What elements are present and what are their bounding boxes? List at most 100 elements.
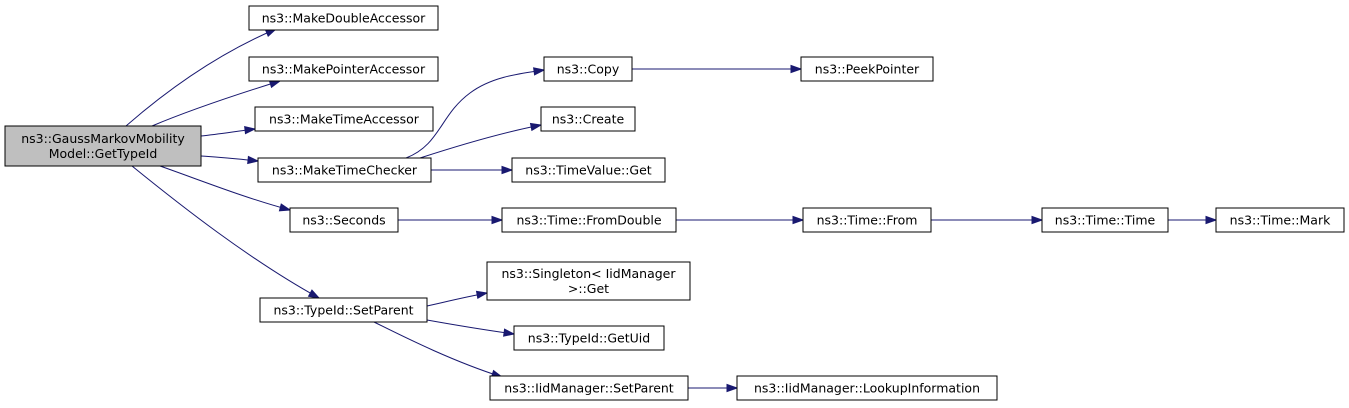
node-timeFrom[interactable]: ns3::Time::From <box>802 207 932 233</box>
node-label: ns3::MakePointerAccessor <box>262 62 426 77</box>
edge-makeTimeChecker-to-create <box>419 122 543 159</box>
node-box[interactable] <box>248 5 439 31</box>
node-label: ns3::MakeTimeAccessor <box>269 112 420 127</box>
edges-layer <box>125 28 1218 393</box>
edge-root-to-makeTimeAccessor <box>200 126 257 137</box>
node-setParent[interactable]: ns3::TypeId::SetParent <box>259 297 428 323</box>
node-box[interactable] <box>289 207 399 233</box>
node-box[interactable] <box>501 207 677 233</box>
edge-makeTimeChecker-to-timeValueGet <box>431 165 514 175</box>
node-box[interactable] <box>259 297 428 323</box>
node-seconds[interactable]: ns3::Seconds <box>289 207 399 233</box>
node-iidSetParent[interactable]: ns3::IidManager::SetParent <box>489 375 689 401</box>
node-label: ns3::PeekPointer <box>815 62 920 77</box>
arrowhead <box>491 215 504 225</box>
arrowhead <box>726 383 739 393</box>
node-label: Model::GetTypeId <box>49 146 158 161</box>
node-label: ns3::Time::From <box>817 213 918 228</box>
edge-line <box>426 319 515 335</box>
node-box[interactable] <box>1041 207 1169 233</box>
node-lookupInformation[interactable]: ns3::IidManager::LookupInformation <box>736 375 998 401</box>
edge-root-to-makeTimeChecker <box>200 155 260 165</box>
node-timeMark[interactable]: ns3::Time::Mark <box>1215 207 1345 233</box>
node-makeTimeAccessor[interactable]: ns3::MakeTimeAccessor <box>254 106 434 132</box>
arrowhead <box>307 289 321 299</box>
edge-seconds-to-fromDouble <box>398 215 504 225</box>
node-label: ns3::TimeValue::Get <box>525 163 652 178</box>
node-label: ns3::MakeTimeChecker <box>272 163 418 178</box>
node-label: ns3::IidManager::SetParent <box>504 381 674 396</box>
edge-setParent-to-iidSetParent <box>373 321 504 378</box>
node-label: ns3::TypeId::SetParent <box>273 303 413 318</box>
node-label: ns3::Time::Time <box>1055 213 1156 228</box>
node-box[interactable] <box>486 261 691 301</box>
node-label: ns3::Time::Mark <box>1230 213 1331 228</box>
node-box[interactable] <box>513 325 665 351</box>
node-fromDouble[interactable]: ns3::Time::FromDouble <box>501 207 677 233</box>
arrowhead <box>247 155 260 165</box>
node-makeDoubleAccessor[interactable]: ns3::MakeDoubleAccessor <box>248 5 439 31</box>
edge-line <box>125 28 277 127</box>
edge-setParent-to-singletonGet <box>426 290 489 307</box>
arrowhead <box>475 290 489 300</box>
node-label: ns3::IidManager::LookupInformation <box>754 381 980 396</box>
node-create[interactable]: ns3::Create <box>540 106 636 132</box>
edge-fromDouble-to-timeFrom <box>676 215 805 225</box>
node-box[interactable] <box>257 157 432 183</box>
node-label: ns3::Seconds <box>302 213 385 228</box>
node-box[interactable] <box>736 375 998 401</box>
node-box[interactable] <box>540 106 636 132</box>
node-box[interactable] <box>4 125 202 167</box>
arrowhead <box>501 165 514 175</box>
edge-line <box>151 80 281 127</box>
arrowhead <box>503 328 516 337</box>
edge-copy-to-peekPointer <box>632 64 803 74</box>
node-label: ns3::Time::FromDouble <box>516 213 661 228</box>
arrowhead <box>533 67 546 76</box>
edge-line <box>419 124 542 159</box>
node-timeTime[interactable]: ns3::Time::Time <box>1041 207 1169 233</box>
edge-timeFrom-to-timeTime <box>931 215 1044 225</box>
node-getUid[interactable]: ns3::TypeId::GetUid <box>513 325 665 351</box>
node-makeTimeChecker[interactable]: ns3::MakeTimeChecker <box>257 157 432 183</box>
arrowhead <box>278 203 292 212</box>
node-label: ns3::MakeDoubleAccessor <box>262 11 426 26</box>
node-box[interactable] <box>511 157 666 183</box>
node-makePointerAccessor[interactable]: ns3::MakePointerAccessor <box>248 56 439 82</box>
node-box[interactable] <box>248 56 439 82</box>
arrowhead <box>792 215 805 225</box>
arrowhead <box>790 64 803 74</box>
edge-timeTime-to-timeMark <box>1168 215 1218 225</box>
arrowhead <box>244 126 257 135</box>
edge-setParent-to-getUid <box>426 319 516 337</box>
node-label: ns3::Copy <box>557 62 620 77</box>
node-label: ns3::Singleton< IidManager <box>501 266 676 281</box>
edge-line <box>131 165 320 299</box>
edge-line <box>405 69 545 159</box>
arrowhead <box>268 80 282 89</box>
node-label: ns3::Create <box>552 112 625 127</box>
node-label: ns3::GaussMarkovMobility <box>21 131 185 146</box>
node-peekPointer[interactable]: ns3::PeekPointer <box>800 56 934 82</box>
edge-line <box>373 321 503 378</box>
node-copy[interactable]: ns3::Copy <box>543 56 633 82</box>
edge-root-to-seconds <box>159 165 292 212</box>
node-box[interactable] <box>254 106 434 132</box>
node-box[interactable] <box>800 56 934 82</box>
arrowhead <box>1031 215 1044 225</box>
node-box[interactable] <box>543 56 633 82</box>
node-box[interactable] <box>489 375 689 401</box>
node-box[interactable] <box>1215 207 1345 233</box>
edge-root-to-setParent <box>131 165 321 299</box>
node-timeValueGet[interactable]: ns3::TimeValue::Get <box>511 157 666 183</box>
edge-line <box>159 165 291 211</box>
node-box[interactable] <box>802 207 932 233</box>
nodes-layer: ns3::GaussMarkovMobilityModel::GetTypeId… <box>4 5 1345 401</box>
node-singletonGet[interactable]: ns3::Singleton< IidManager>::Get <box>486 261 691 301</box>
edge-iidSetParent-to-lookupInformation <box>687 383 739 393</box>
arrowhead <box>529 122 543 132</box>
node-label: >::Get <box>568 281 609 296</box>
node-label: ns3::TypeId::GetUid <box>528 331 650 346</box>
